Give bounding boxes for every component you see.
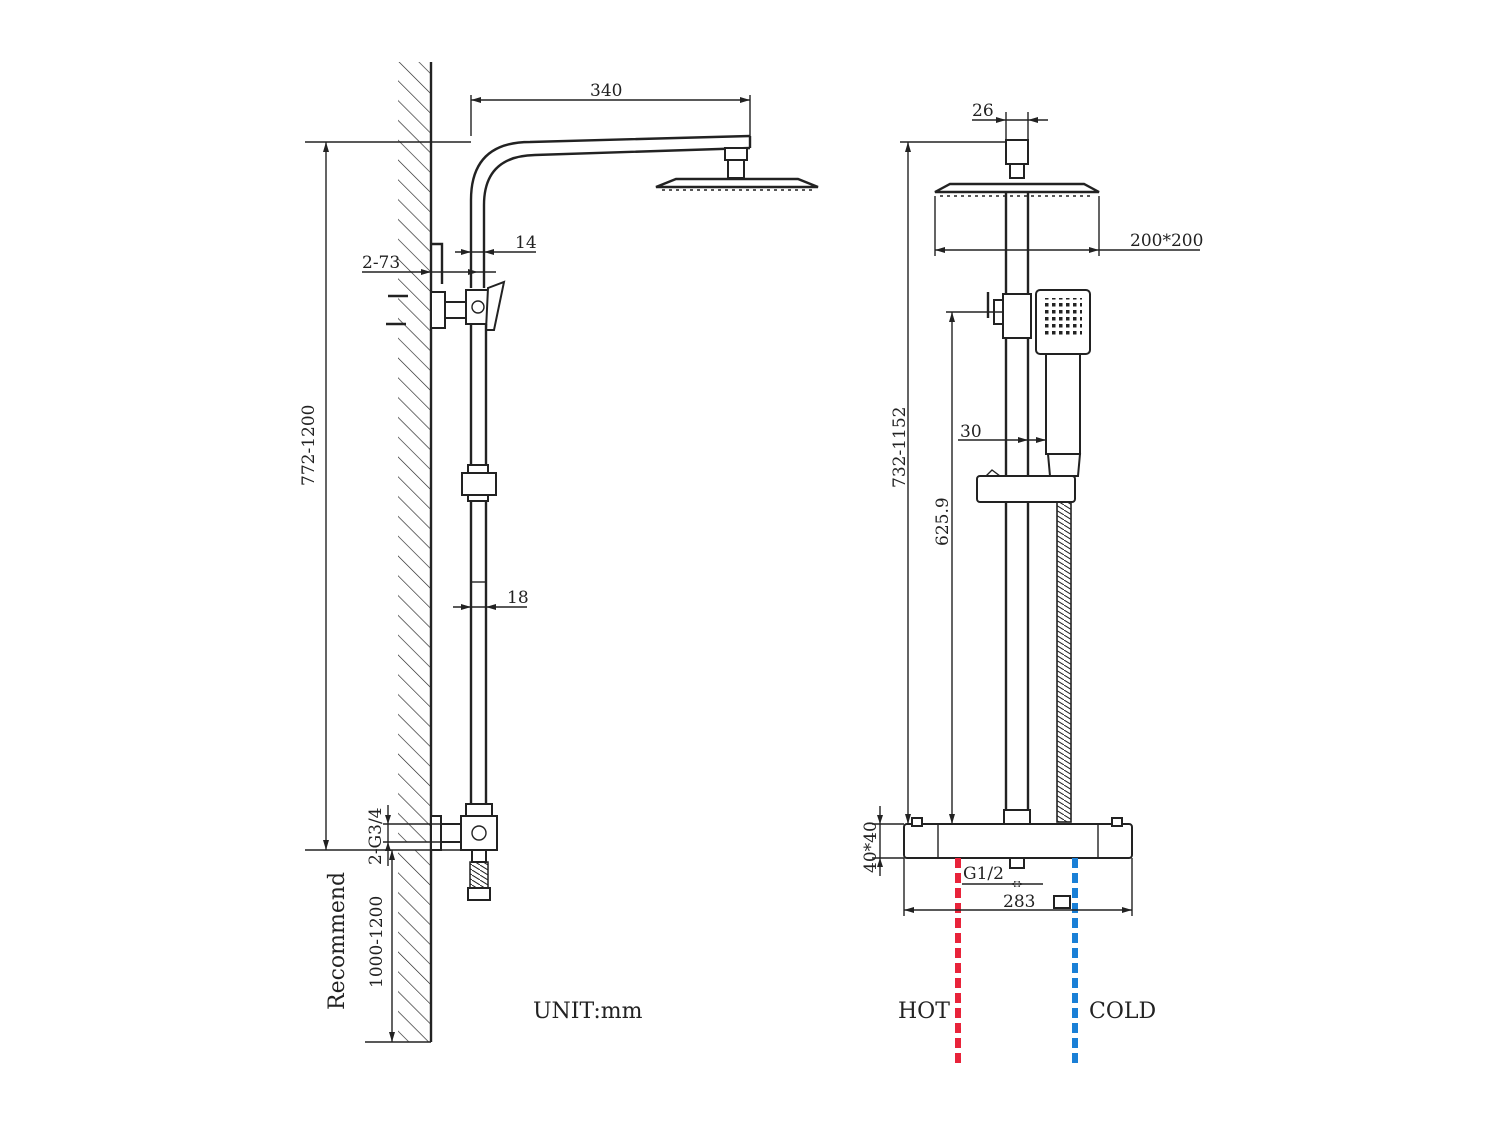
riser-pipe-front — [986, 192, 1032, 825]
dim-40x40-label: 40*40 — [861, 821, 881, 873]
dimension-2-g34 — [383, 805, 441, 866]
hand-shower-front — [976, 289, 1091, 503]
wall-bracket-top — [386, 242, 506, 331]
dim-200x200-label: 200*200 — [1130, 231, 1203, 251]
mixer-side — [430, 803, 498, 901]
shower-arm — [469, 134, 752, 288]
front-view: 26 200*200 732-1152 625.9 30 — [861, 101, 1203, 1064]
dim-732-1152-label: 732-1152 — [890, 407, 910, 488]
cold-label: COLD — [1089, 999, 1156, 1024]
dimension-40x40 — [872, 806, 904, 876]
dimension-340 — [470, 95, 751, 136]
side-view: 340 772-1200 14 2-73 18 — [299, 62, 819, 1043]
dimension-283 — [903, 858, 1133, 916]
dim-283-label: 283 — [1003, 892, 1035, 912]
top-pipe-front — [1005, 112, 1029, 179]
dim-1000-1200-label: 1000-1200 — [367, 896, 387, 988]
dim-772-1200-label: 772-1200 — [299, 405, 319, 486]
wall — [365, 62, 433, 1043]
dim-340-label: 340 — [590, 81, 622, 101]
dimension-732-1152 — [900, 141, 1006, 824]
sliding-bar-side — [461, 324, 497, 804]
dimension-14 — [455, 249, 536, 255]
recommend-label: Recommend — [325, 872, 350, 1010]
water-lines — [955, 858, 1078, 1064]
dim-g12-label: G1/2 — [963, 864, 1004, 884]
rain-head-front — [934, 182, 1100, 197]
rain-head-side — [655, 147, 819, 191]
hot-label: HOT — [898, 999, 950, 1024]
dim-30-label: 30 — [960, 422, 982, 442]
dimension-26 — [972, 117, 1048, 123]
dimension-200x200 — [934, 196, 1200, 256]
dim-14-label: 14 — [515, 233, 537, 253]
dim-625-9-label: 625.9 — [933, 497, 953, 546]
dimension-18 — [453, 604, 527, 610]
dim-2-73-label: 2-73 — [362, 253, 400, 273]
dimension-1000-1200 — [389, 850, 395, 1042]
dimension-30 — [958, 437, 1046, 443]
dimension-g12 — [962, 881, 1043, 887]
hose-front — [1056, 501, 1072, 823]
dim-18-label: 18 — [507, 588, 529, 608]
dimension-625-9 — [946, 311, 1003, 824]
unit-label: UNIT:mm — [533, 999, 643, 1024]
dim-2-g34-label: 2-G3/4 — [366, 808, 386, 866]
mixer-front — [903, 817, 1133, 909]
dimension-2-73 — [362, 269, 496, 275]
dim-26-label: 26 — [972, 101, 994, 121]
